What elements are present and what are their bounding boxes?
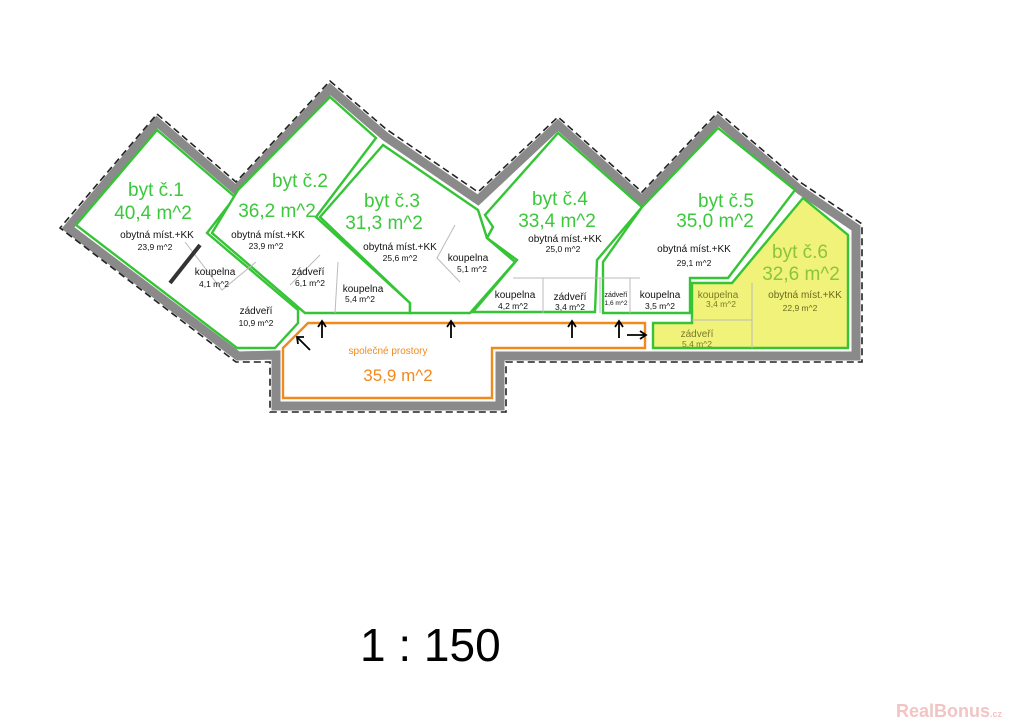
svg-text:byt č.4: byt č.4 — [532, 189, 588, 210]
unit-4-labels: byt č.4 33,4 m^2 obytná míst.+KK 25,0 m^… — [495, 189, 602, 312]
svg-text:35,9 m^2: 35,9 m^2 — [363, 366, 432, 385]
svg-text:36,2 m^2: 36,2 m^2 — [238, 201, 316, 222]
svg-text:byt č.2: byt č.2 — [272, 171, 328, 192]
unit-6-labels: byt č.6 32,6 m^2 obytná míst.+KK 22,9 m^… — [681, 242, 843, 349]
svg-text:5,4 m^2: 5,4 m^2 — [345, 294, 375, 304]
svg-text:29,1 m^2: 29,1 m^2 — [677, 258, 712, 268]
svg-text:25,0 m^2: 25,0 m^2 — [546, 244, 581, 254]
svg-text:33,4 m^2: 33,4 m^2 — [518, 211, 596, 232]
svg-text:koupelna: koupelna — [495, 290, 536, 301]
svg-text:31,3 m^2: 31,3 m^2 — [345, 213, 423, 234]
svg-text:6,1 m^2: 6,1 m^2 — [295, 278, 325, 288]
svg-text:obytná míst.+KK: obytná míst.+KK — [657, 244, 731, 255]
svg-text:obytná míst.+KK: obytná míst.+KK — [231, 230, 305, 241]
unit-5[interactable] — [601, 126, 797, 315]
svg-text:koupelna: koupelna — [195, 267, 236, 278]
unit-2-labels: byt č.2 36,2 m^2 obytná míst.+KK 23,9 m^… — [231, 171, 384, 304]
unit-1-labels: byt č.1 40,4 m^2 obytná míst.+KK 23,9 m^… — [114, 180, 273, 328]
unit-5-labels: byt č.5 35,0 m^2 obytná míst.+KK 29,1 m^… — [605, 191, 754, 311]
unit-4[interactable] — [470, 131, 644, 314]
common-area[interactable] — [281, 321, 647, 400]
svg-text:3,4 m^2: 3,4 m^2 — [706, 299, 736, 309]
svg-text:25,6 m^2: 25,6 m^2 — [383, 253, 418, 263]
svg-text:obytná míst.+KK: obytná míst.+KK — [363, 242, 437, 253]
scale-label: 1 : 150 — [360, 619, 501, 671]
svg-text:koupelna: koupelna — [640, 290, 681, 301]
svg-text:obytná míst.+KK: obytná míst.+KK — [528, 234, 602, 245]
svg-text:10,9 m^2: 10,9 m^2 — [239, 318, 274, 328]
svg-text:40,4 m^2: 40,4 m^2 — [114, 203, 192, 224]
svg-text:koupelna: koupelna — [343, 284, 384, 295]
svg-text:zádveří: zádveří — [292, 267, 325, 278]
entrance-arrows — [295, 319, 648, 351]
common-area-labels: společné prostory 35,9 m^2 — [349, 346, 433, 385]
svg-text:1,6 m^2: 1,6 m^2 — [605, 300, 628, 307]
svg-text:zádveří: zádveří — [240, 306, 273, 317]
svg-text:byt č.1: byt č.1 — [128, 180, 184, 201]
unit-3-labels: byt č.3 31,3 m^2 obytná míst.+KK 25,6 m^… — [345, 191, 489, 274]
inner-partitions — [168, 224, 753, 348]
svg-text:35,0 m^2: 35,0 m^2 — [676, 211, 754, 232]
svg-text:byt č.6: byt č.6 — [772, 242, 828, 263]
svg-text:byt č.5: byt č.5 — [698, 191, 754, 212]
svg-text:22,9 m^2: 22,9 m^2 — [783, 303, 818, 313]
unit-3[interactable] — [318, 143, 517, 315]
svg-text:4,2 m^2: 4,2 m^2 — [498, 301, 528, 311]
svg-text:obytná míst.+KK: obytná míst.+KK — [768, 290, 842, 301]
svg-text:5,4 m^2: 5,4 m^2 — [682, 339, 712, 349]
svg-text:společné prostory: společné prostory — [349, 346, 428, 357]
svg-text:byt č.3: byt č.3 — [364, 191, 420, 212]
walls — [58, 79, 863, 413]
svg-text:23,9 m^2: 23,9 m^2 — [249, 241, 284, 251]
realbonus-logo: RealBonus.cz — [896, 701, 1002, 722]
unit-6[interactable] — [651, 196, 850, 350]
svg-text:zádveří: zádveří — [605, 292, 628, 299]
svg-text:32,6 m^2: 32,6 m^2 — [762, 264, 840, 285]
svg-text:3,4 m^2: 3,4 m^2 — [555, 302, 585, 312]
svg-text:23,9 m^2: 23,9 m^2 — [138, 242, 173, 252]
logo-text: RealBonus — [895, 701, 990, 721]
svg-text:koupelna: koupelna — [448, 253, 489, 264]
logo-suffix: .cz — [989, 709, 1002, 719]
svg-text:koupelna: koupelna — [698, 290, 739, 301]
svg-text:3,5 m^2: 3,5 m^2 — [645, 301, 675, 311]
svg-text:zádveří: zádveří — [681, 329, 714, 340]
svg-text:zádveří: zádveří — [554, 292, 587, 303]
svg-text:4,1 m^2: 4,1 m^2 — [199, 279, 229, 289]
svg-text:obytná míst.+KK: obytná míst.+KK — [120, 230, 194, 241]
svg-text:5,1 m^2: 5,1 m^2 — [457, 264, 487, 274]
